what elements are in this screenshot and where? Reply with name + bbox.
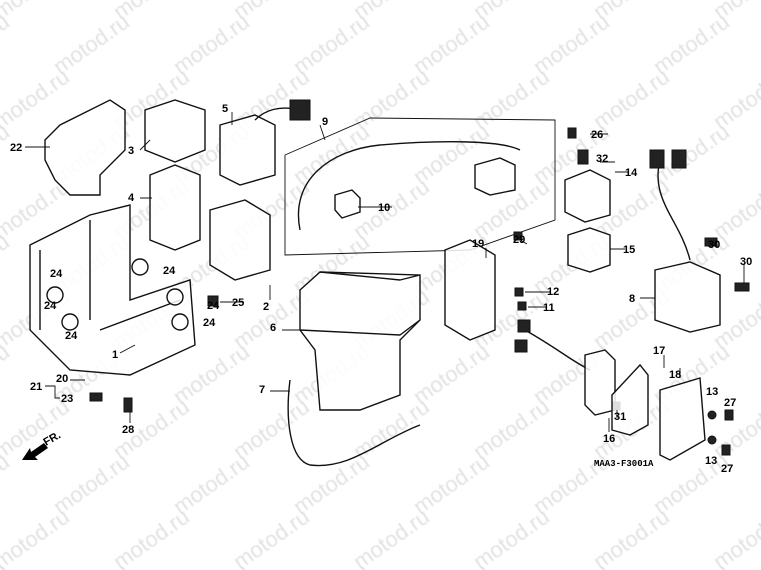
starter-relay-switch (564, 169, 611, 223)
callout: 12 (547, 286, 559, 298)
callout: 13 (705, 455, 717, 467)
callout: 7 (259, 384, 265, 396)
grommet (707, 435, 717, 445)
regulator-wire (657, 159, 691, 261)
callout: 27 (721, 463, 733, 475)
callout: 5 (222, 103, 228, 115)
regulator-rectifier (654, 261, 721, 333)
callout: 23 (61, 393, 73, 405)
front-arrow-icon (22, 443, 48, 460)
bolt (207, 295, 219, 307)
connector (671, 149, 687, 169)
sub-harness-outline (284, 117, 556, 256)
callout: 21 (30, 381, 42, 393)
callout: 4 (128, 192, 135, 204)
nut (89, 392, 103, 402)
callout-labels: 22 3 5 9 26 32 14 4 10 19 29 15 30 30 8 … (10, 103, 752, 475)
bolt (513, 231, 523, 241)
callout: 24 (203, 317, 216, 329)
insulator (611, 363, 649, 436)
bolt (721, 444, 731, 456)
callout: 30 (740, 256, 752, 268)
callout: 24 (50, 268, 63, 280)
callout: 14 (625, 167, 638, 179)
fuse (577, 149, 589, 165)
callout: 30 (708, 239, 720, 251)
callout: 17 (653, 345, 665, 357)
callout: 19 (472, 238, 484, 250)
callout: 26 (591, 129, 603, 141)
bracket-plate (44, 99, 126, 196)
callout: 10 (378, 202, 390, 214)
callout: 20 (56, 373, 68, 385)
callout: 6 (270, 322, 276, 334)
callout: 13 (706, 386, 718, 398)
callout: 3 (128, 145, 134, 157)
battery-cover (444, 239, 496, 341)
screw (567, 127, 577, 139)
callout: 11 (543, 302, 555, 314)
callout: 15 (623, 244, 635, 256)
leader-lines (25, 112, 745, 432)
front-arrow-label: FR. (42, 429, 63, 448)
bolt (123, 397, 133, 413)
callout: 27 (724, 397, 736, 409)
grommet (46, 286, 64, 304)
battery-cable (297, 141, 521, 231)
callout: 22 (10, 142, 22, 154)
callout: 24 (44, 300, 57, 312)
callout: 24 (207, 300, 220, 312)
battery-box (29, 204, 196, 376)
regulator-cover (659, 377, 706, 461)
grommet (707, 410, 717, 420)
bolt (734, 282, 750, 292)
grommet (61, 313, 79, 331)
connector (517, 319, 531, 333)
callout: 28 (122, 424, 134, 436)
grommet (171, 313, 189, 331)
fuse-box (149, 164, 201, 251)
clip (514, 287, 524, 297)
breather-tube (287, 379, 421, 467)
callout: 32 (596, 153, 608, 165)
fuse-harness (524, 329, 591, 371)
relay-unit (219, 114, 276, 186)
starter-relay (474, 157, 516, 196)
clip (517, 301, 527, 311)
callout: 24 (163, 265, 176, 277)
battery-box-ribs (39, 220, 181, 331)
rubber-holder (209, 199, 271, 281)
battery-edges (299, 271, 421, 336)
callout: 25 (232, 297, 244, 309)
connector (649, 149, 665, 169)
connector (514, 339, 528, 353)
main-fuse-holder (584, 349, 616, 416)
bolt (704, 237, 718, 247)
callout: 29 (513, 234, 525, 246)
fuse-box-cover (144, 99, 206, 163)
grommet (131, 258, 149, 276)
relay-connector (289, 99, 311, 121)
cable-terminal (334, 189, 361, 219)
callout: 31 (614, 411, 626, 423)
callout: 16 (603, 433, 615, 445)
grommet (166, 288, 184, 306)
callout: 24 (65, 330, 78, 342)
battery (299, 271, 421, 411)
callout: 2 (263, 301, 269, 313)
diagram-code: MAA3-F3001A (594, 459, 654, 469)
callout: 18 (669, 369, 681, 381)
callout: 9 (322, 116, 328, 128)
callout: 8 (629, 293, 635, 305)
callout: 1 (112, 349, 118, 361)
bolt (724, 409, 734, 421)
relay (567, 227, 611, 273)
front-arrow: FR. (22, 429, 63, 460)
